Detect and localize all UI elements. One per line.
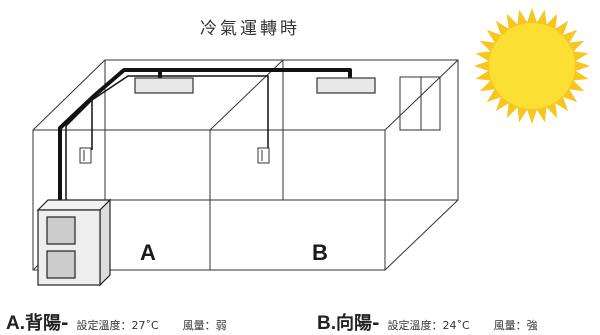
caption-dash: - <box>61 313 69 334</box>
caption-letter: A. <box>6 313 25 334</box>
caption-room-b: B. 向陽 - 設定溫度：24˚C 風量：強 <box>317 309 538 335</box>
sun-icon <box>474 8 590 124</box>
caption-dash: - <box>372 313 380 334</box>
caption-set-temperature: 設定溫度：24˚C <box>387 319 470 332</box>
control-wire <box>65 75 269 215</box>
caption-room-name: 背陽 <box>25 313 61 334</box>
sun-core <box>489 23 575 109</box>
caption-letter: B. <box>317 313 336 334</box>
room-label-a: A <box>140 240 156 265</box>
caption-fan-speed: 風量：強 <box>493 319 538 332</box>
caption-fan-speed: 風量：弱 <box>182 319 227 332</box>
refrigerant-pipe <box>58 68 352 210</box>
diagram-title: 冷氣運轉時 <box>200 19 300 39</box>
room-label-b: B <box>312 240 328 265</box>
indoor-unit-a <box>134 77 194 94</box>
outdoor-unit <box>36 198 112 287</box>
caption-room-name: 向陽 <box>336 313 372 334</box>
caption-room-a: A. 背陽 - 設定溫度：27˚C 風量：弱 <box>6 309 227 335</box>
thermostat-b <box>257 147 270 164</box>
window <box>399 76 441 131</box>
caption-set-temperature: 設定溫度：27˚C <box>76 319 159 332</box>
indoor-unit-b <box>316 77 376 94</box>
thermostat-a <box>79 147 92 164</box>
